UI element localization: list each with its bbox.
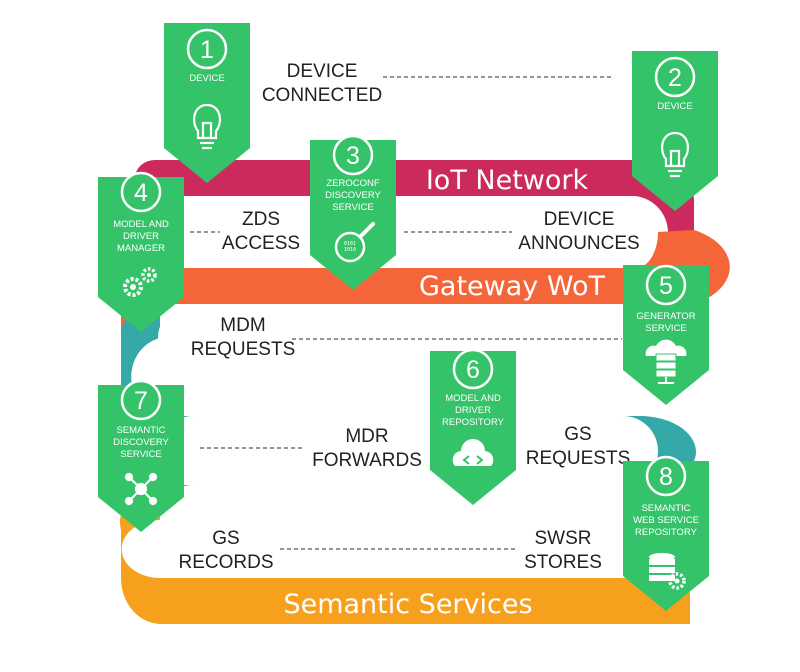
band-title-gateway: Gateway WoT bbox=[419, 271, 605, 302]
pin-8-text-3: REPOSITORY bbox=[635, 527, 698, 538]
lightbulb-icon bbox=[192, 103, 222, 150]
pin-3-number: 3 bbox=[346, 142, 360, 170]
label-device-connected-1: DEVICE bbox=[287, 61, 358, 82]
pin-1-number: 1 bbox=[200, 36, 214, 64]
label-device-connected-2: CONNECTED bbox=[262, 85, 382, 106]
label-gs-requests-1: GS bbox=[564, 424, 591, 445]
label-zds-access-1: ZDS bbox=[242, 209, 280, 230]
pin-3-text-3: SERVICE bbox=[332, 202, 374, 213]
pin-4: 4 MODEL AND DRIVER MANAGER bbox=[98, 171, 184, 332]
pin-6-number: 6 bbox=[466, 356, 480, 384]
band-title-iot: IoT Network bbox=[426, 165, 589, 196]
cloud-code-icon bbox=[452, 439, 494, 466]
pin-1-text-1: DEVICE bbox=[189, 73, 224, 84]
pin-1: 1 DEVICE bbox=[164, 23, 250, 183]
pin-3: 3 ZEROCONF DISCOVERY SERVICE 0101 1010 bbox=[310, 134, 396, 290]
pin-8-text-1: SEMANTIC bbox=[641, 503, 690, 514]
label-mdr-forwards-1: MDR bbox=[345, 426, 388, 447]
label-gs-records-2: RECORDS bbox=[178, 552, 273, 573]
network-hub-icon bbox=[124, 472, 158, 506]
dashed-connectors bbox=[190, 76, 622, 550]
pin-5-number: 5 bbox=[659, 272, 673, 300]
pin-8: 8 SEMANTIC WEB SERVICE REPOSITORY bbox=[623, 455, 709, 611]
pin-4-text-1: MODEL AND bbox=[113, 219, 169, 230]
band-semantic-services bbox=[119, 486, 690, 624]
pin-6-text-2: DRIVER bbox=[455, 405, 491, 416]
pin-5-text-1: GENERATOR bbox=[636, 311, 695, 322]
pin-7-number: 7 bbox=[134, 387, 148, 415]
pin-3-text-1: ZEROCONF bbox=[326, 178, 380, 189]
pin-6-text-1: MODEL AND bbox=[445, 393, 501, 404]
lane-2 bbox=[158, 304, 648, 372]
svg-text:0101: 0101 bbox=[344, 241, 356, 247]
lane-3 bbox=[158, 416, 658, 486]
lightbulb-icon bbox=[660, 131, 690, 178]
pin-8-text-2: WEB SERVICE bbox=[633, 515, 699, 526]
label-swsr-stores-2: STORES bbox=[524, 552, 602, 573]
label-device-announces-2: ANNOUNCES bbox=[518, 233, 639, 254]
pin-5: 5 GENERATOR SERVICE bbox=[623, 264, 709, 405]
magnifier-binary-icon: 0101 1010 bbox=[334, 222, 375, 263]
pin-2-text-1: DEVICE bbox=[657, 101, 692, 112]
label-mdm-requests-1: MDM bbox=[220, 315, 265, 336]
pin-4-text-2: DRIVER bbox=[123, 231, 159, 242]
pin-3-text-2: DISCOVERY bbox=[325, 190, 381, 201]
label-zds-access-2: ACCESS bbox=[222, 233, 300, 254]
label-swsr-stores-1: SWSR bbox=[535, 528, 592, 549]
pin-7-text-2: DISCOVERY bbox=[113, 437, 169, 448]
label-gs-requests-2: REQUESTS bbox=[526, 448, 631, 469]
pin-4-number: 4 bbox=[134, 179, 148, 207]
lane-4 bbox=[158, 520, 678, 578]
gears-icon bbox=[123, 267, 157, 297]
band-iot-network bbox=[135, 160, 672, 230]
label-mdm-requests-2: REQUESTS bbox=[191, 339, 296, 360]
band-title-semantic: Semantic Services bbox=[283, 589, 532, 620]
label-device-announces-1: DEVICE bbox=[544, 209, 615, 230]
label-gs-records-1: GS bbox=[212, 528, 239, 549]
pin-6: 6 MODEL AND DRIVER REPOSITORY bbox=[430, 348, 516, 505]
database-gear-icon bbox=[649, 553, 686, 590]
svg-text:1010: 1010 bbox=[344, 247, 356, 253]
pin-2-number: 2 bbox=[668, 64, 682, 92]
pin-7-text-3: SERVICE bbox=[120, 449, 162, 460]
pin-6-text-3: REPOSITORY bbox=[442, 417, 505, 428]
band-title-cloud: Cloud Plataform bbox=[192, 378, 408, 409]
pin-7: 7 SEMANTIC DISCOVERY SERVICE bbox=[98, 379, 184, 532]
pin-5-text-2: SERVICE bbox=[645, 323, 687, 334]
pin-4-text-3: MANAGER bbox=[117, 243, 165, 254]
pin-7-text-1: SEMANTIC bbox=[116, 425, 165, 436]
pin-2: 2 DEVICE bbox=[632, 51, 718, 211]
band-gateway-wot bbox=[120, 230, 730, 336]
label-mdr-forwards-2: FORWARDS bbox=[312, 450, 422, 471]
pin-8-number: 8 bbox=[659, 463, 673, 491]
cloud-server-icon bbox=[645, 339, 687, 384]
